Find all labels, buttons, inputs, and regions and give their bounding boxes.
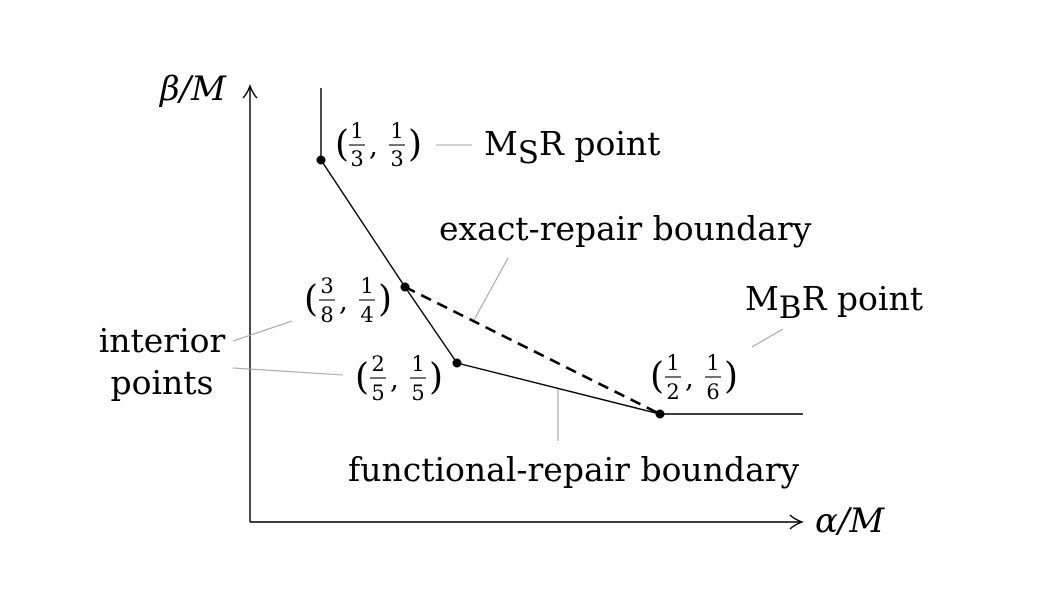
x-axis-arrowhead (789, 514, 804, 530)
leader-exact-repair (473, 257, 509, 321)
msr-y-denominator: 3 (390, 147, 403, 171)
p38-y-numerator: 1 (360, 274, 373, 298)
y-axis-label: β/M (158, 69, 227, 109)
mbr-point-label: MBR point (745, 279, 923, 326)
interior-points-label-line1: interior (99, 321, 226, 360)
mbr-y-numerator: 1 (706, 351, 719, 375)
msr-x-numerator: 1 (350, 119, 363, 143)
coord-label-msr: ( 1 3 , 1 3 ) (335, 119, 422, 171)
msr-point-label: MSR point (484, 124, 660, 171)
x-axis-label: α/M (815, 501, 885, 541)
svg-text:,: , (390, 362, 399, 395)
p25-y-numerator: 1 (411, 352, 424, 376)
mbr-x-denominator: 2 (666, 380, 679, 404)
msr-y-numerator: 1 (390, 119, 403, 143)
svg-text:(: ( (355, 357, 369, 398)
leader-lines (232, 144, 784, 441)
p25-x-numerator: 2 (371, 352, 384, 376)
svg-text:,: , (339, 284, 348, 317)
p38-x-denominator: 8 (320, 303, 333, 327)
svg-text:,: , (685, 361, 694, 394)
svg-text:(: ( (304, 279, 318, 320)
exact-repair-curve (404, 285, 661, 416)
mbr-y-denominator: 6 (706, 380, 719, 404)
p38-x-numerator: 3 (320, 274, 333, 298)
leader-mbr (751, 328, 784, 348)
point-2-5 (452, 358, 462, 368)
corner-points (316, 155, 665, 419)
svg-text:): ) (408, 124, 422, 165)
coord-label-3-8: ( 3 8 , 1 4 ) (304, 274, 392, 327)
p25-x-denominator: 5 (371, 381, 384, 405)
coord-label-mbr: ( 1 2 , 1 6 ) (650, 351, 738, 404)
svg-text:,: , (369, 129, 378, 162)
functional-repair-label: functional-repair boundary (348, 450, 800, 489)
mbr-x-numerator: 1 (666, 351, 679, 375)
leader-interior-1 (232, 320, 293, 342)
y-axis-arrowhead (242, 84, 258, 99)
interior-points-label-line2: points (111, 363, 214, 402)
exact-repair-label: exact-repair boundary (439, 209, 812, 248)
mbr-point (655, 409, 665, 419)
svg-text:): ) (378, 279, 392, 320)
svg-text:(: ( (650, 356, 664, 397)
p38-y-denominator: 4 (360, 303, 373, 327)
axes: β/M α/M (158, 69, 885, 541)
coord-label-2-5: ( 2 5 , 1 5 ) (355, 352, 443, 405)
leader-interior-2 (232, 367, 344, 376)
msr-x-denominator: 3 (350, 147, 363, 171)
point-3-8 (400, 282, 410, 292)
msr-point (316, 155, 326, 165)
svg-text:(: ( (335, 124, 349, 165)
svg-text:): ) (724, 356, 738, 397)
p25-y-denominator: 5 (411, 381, 424, 405)
functional-repair-curve (320, 88, 803, 415)
svg-text:): ) (429, 357, 443, 398)
